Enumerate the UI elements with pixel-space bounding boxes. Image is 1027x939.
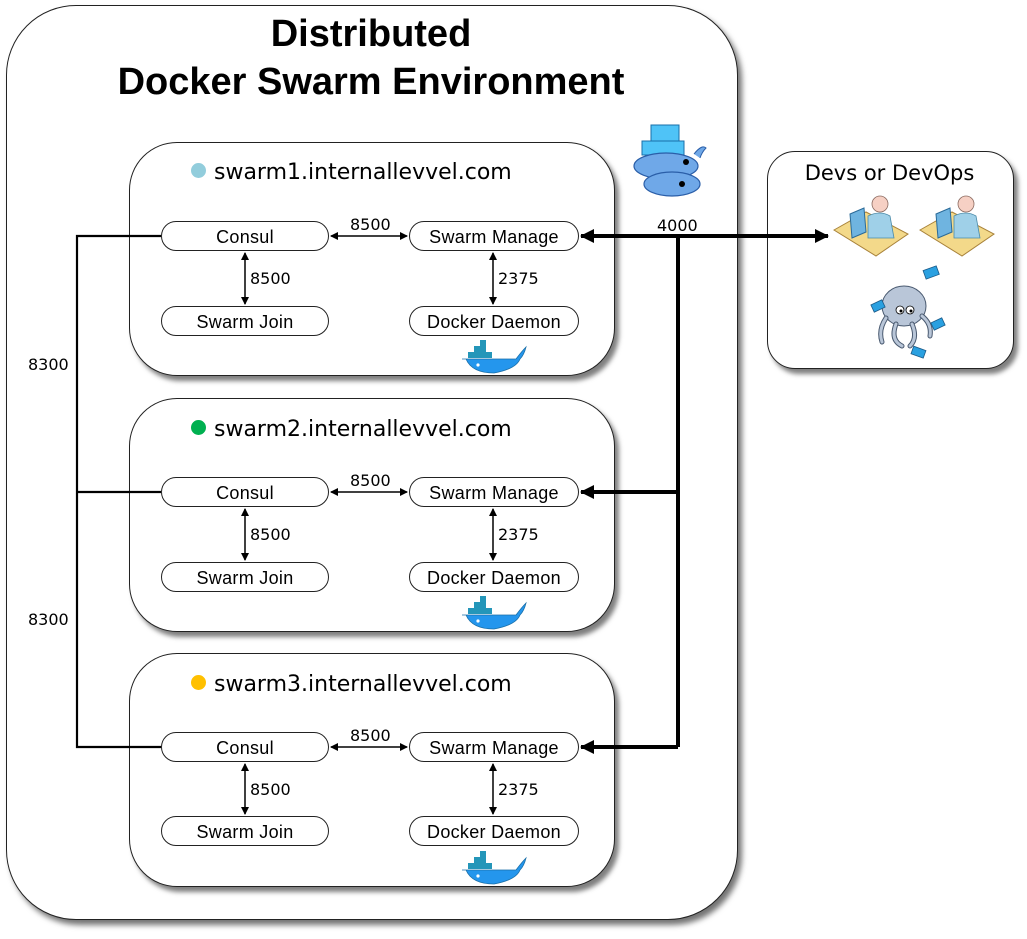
host-title-swarm3: swarm3.internallevvel.com <box>191 671 512 699</box>
status-dot <box>191 420 206 435</box>
consul-node: Consul <box>161 221 329 251</box>
consul-node: Consul <box>161 477 329 507</box>
status-dot <box>191 675 206 690</box>
host-title-swarm1: swarm1.internallevvel.com <box>191 159 512 187</box>
host-name: swarm1.internallevvel.com <box>214 160 512 185</box>
docker-whale-icon <box>462 596 527 630</box>
docker-whale-icon <box>462 851 527 885</box>
host-box-swarm2 <box>129 398 615 632</box>
swarm-manage-node: Swarm Manage <box>409 732 579 762</box>
clients-title: Devs or DevOps <box>804 161 975 185</box>
host-box-swarm1 <box>129 142 615 376</box>
port-label-manage-daemon: 2375 <box>498 525 539 544</box>
port-label-consul-manage: 8500 <box>350 726 391 745</box>
docker-daemon-node: Docker Daemon <box>409 562 579 592</box>
port-label-consul-cluster: 8300 <box>28 355 69 374</box>
title-line-1: Distributed <box>270 13 472 55</box>
swarm-join-node: Swarm Join <box>161 562 329 592</box>
status-dot <box>191 163 206 178</box>
host-2-links <box>241 488 497 561</box>
swarm-join-node: Swarm Join <box>161 816 329 846</box>
developer-workstation-icon <box>919 195 995 257</box>
port-label-manage-daemon: 2375 <box>498 780 539 799</box>
swarm-join-node: Swarm Join <box>161 306 329 336</box>
diagram-title: Distributed Docker Swarm Environment <box>6 10 736 106</box>
swarm-api-link <box>580 229 829 754</box>
port-label-consul-join: 8500 <box>250 269 291 288</box>
port-label-consul-manage: 8500 <box>350 471 391 490</box>
host-name: swarm2.internallevvel.com <box>214 417 512 442</box>
docker-daemon-node: Docker Daemon <box>409 816 579 846</box>
port-label-consul-cluster: 8300 <box>28 610 69 629</box>
title-line-2: Docker Swarm Environment <box>117 61 625 103</box>
host-box-swarm3 <box>129 653 615 887</box>
clients-box <box>767 151 1014 369</box>
docker-swarm-whales-icon <box>633 124 707 197</box>
docker-compose-octopus-icon <box>870 265 946 359</box>
docker-daemon-node: Docker Daemon <box>409 306 579 336</box>
port-label-manage-daemon: 2375 <box>498 269 539 288</box>
host-1-links <box>241 232 497 305</box>
consul-cluster-link <box>75 234 161 749</box>
swarm-manage-node: Swarm Manage <box>409 221 579 251</box>
port-label-consul-join: 8500 <box>250 525 291 544</box>
swarm-manage-node: Swarm Manage <box>409 477 579 507</box>
port-label-consul-manage: 8500 <box>350 215 391 234</box>
developer-workstation-icon <box>833 195 909 257</box>
docker-whale-icon <box>462 340 527 374</box>
host-3-links <box>241 743 497 815</box>
host-name: swarm3.internallevvel.com <box>214 672 512 697</box>
consul-node: Consul <box>161 732 329 762</box>
host-title-swarm2: swarm2.internallevvel.com <box>191 416 512 444</box>
port-label-consul-join: 8500 <box>250 780 291 799</box>
